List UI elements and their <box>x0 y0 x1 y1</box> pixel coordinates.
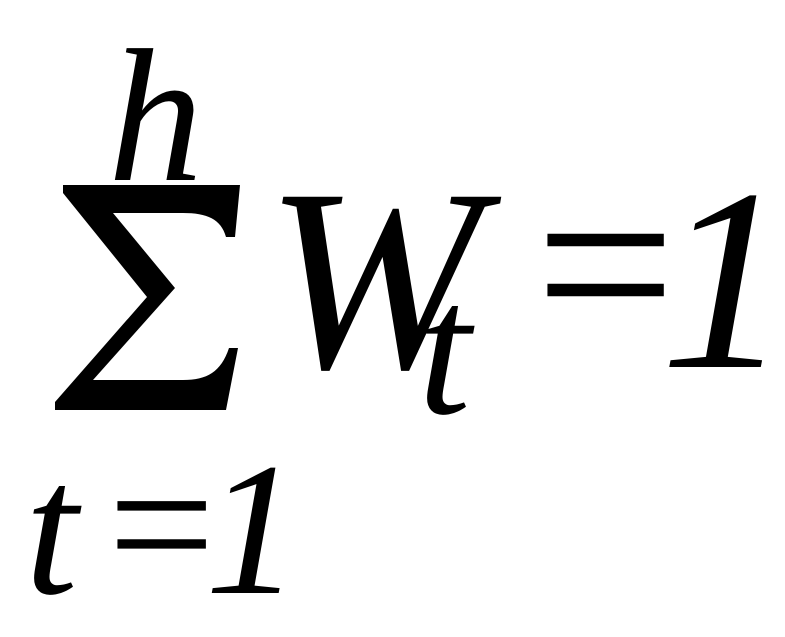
sigma-symbol <box>55 185 240 410</box>
lower-limit-variable: t <box>25 425 78 635</box>
summand-subscript: t <box>418 245 471 455</box>
right-hand-side-value: 1 <box>660 136 785 424</box>
equals-sign: = <box>535 126 676 403</box>
lower-limit-value: 1 <box>205 425 300 635</box>
upper-limit: h <box>108 12 203 222</box>
summand-variable: W <box>265 136 482 424</box>
lower-limit-equals-sign: = <box>108 420 216 630</box>
